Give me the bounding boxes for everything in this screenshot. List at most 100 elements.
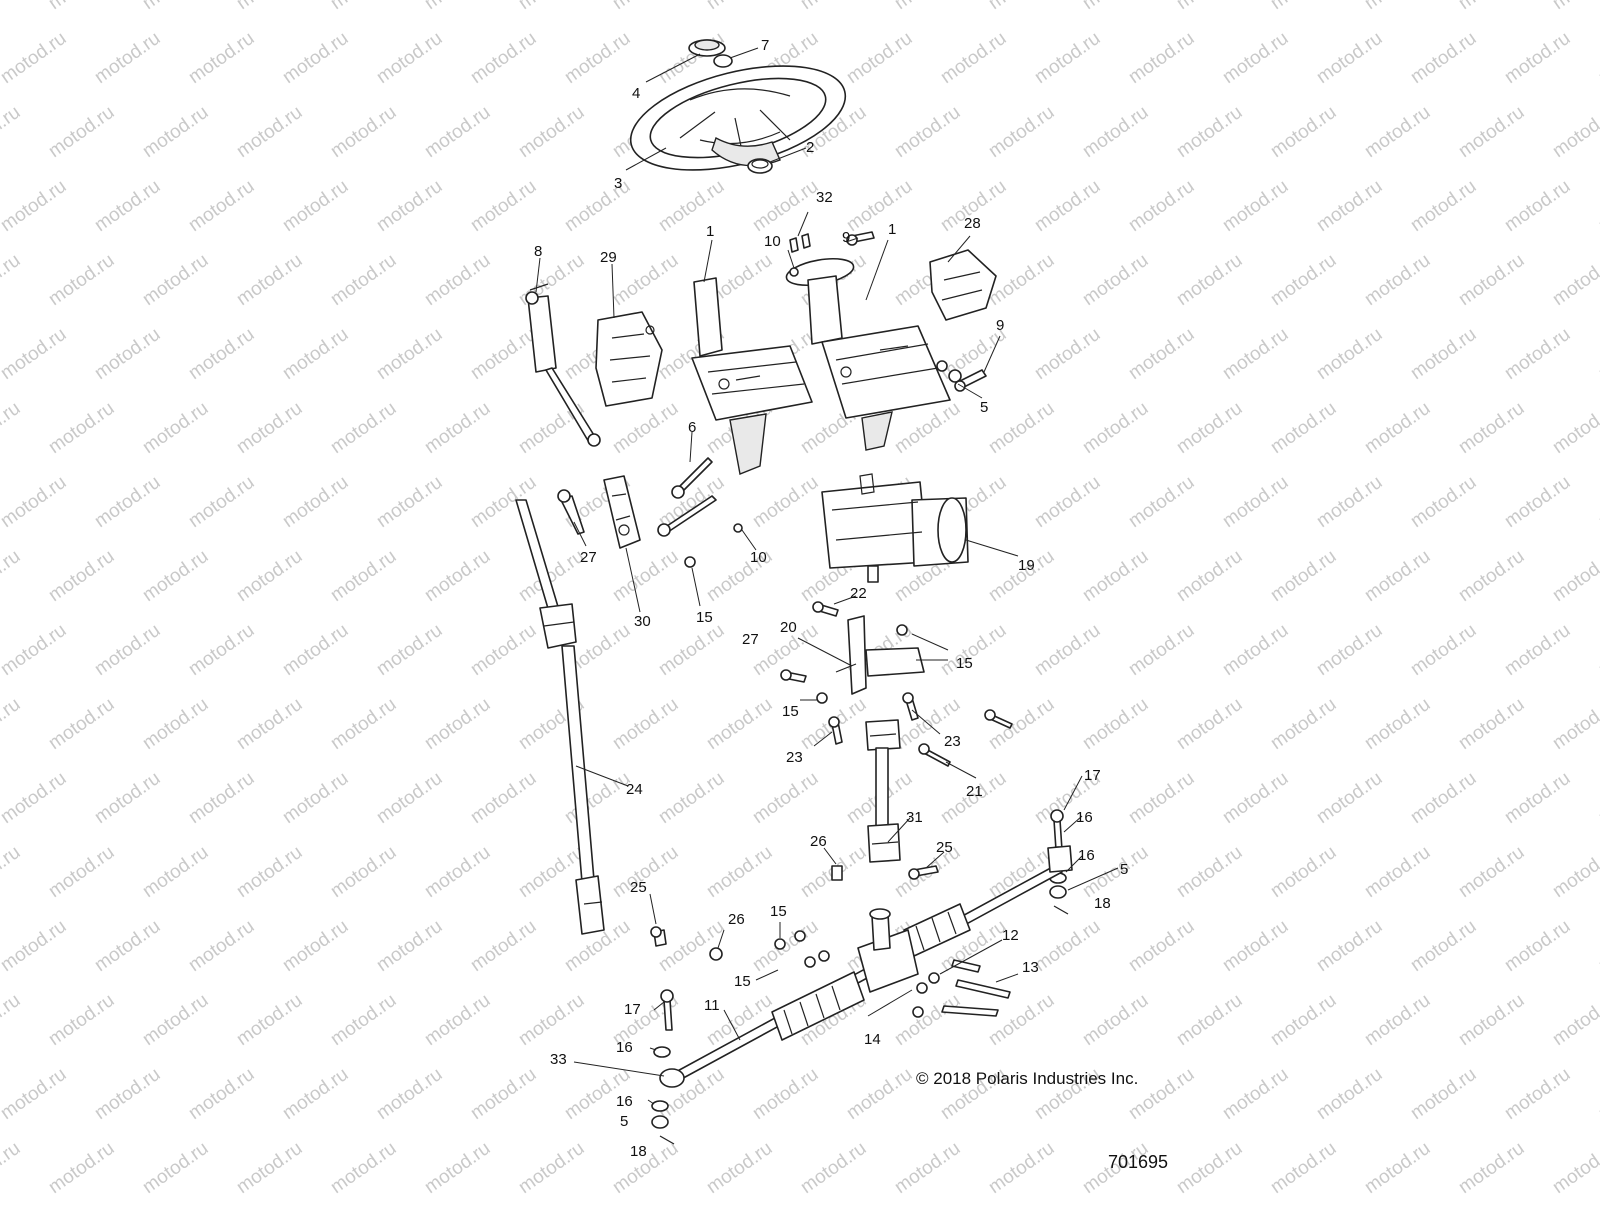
callout-15-right: 15 [956, 655, 973, 672]
watermark-text: motod.ru [1031, 916, 1104, 976]
leader-lines [535, 47, 1119, 1105]
watermark-text: motod.ru [467, 768, 540, 828]
watermark-text: motod.ru [185, 1064, 258, 1124]
watermark-text: motod.ru [1455, 102, 1528, 162]
watermark-text: motod.ru [1219, 768, 1292, 828]
watermark-text: motod.ru [279, 324, 352, 384]
watermark-text: motod.ru [1173, 102, 1246, 162]
watermark-text: motod.ru [1361, 990, 1434, 1050]
watermark-text: motod.ru [421, 546, 494, 606]
callout-22: 22 [850, 585, 867, 602]
watermark-text: motod.ru [327, 990, 400, 1050]
callout-17-upper: 17 [1084, 767, 1101, 784]
watermark-text: motod.ru [373, 916, 446, 976]
steering-rack [659, 845, 1073, 1088]
watermark-text: motod.ru [45, 250, 118, 310]
watermark-text: motod.ru [655, 768, 728, 828]
watermark-text: motod.ru [0, 472, 70, 532]
watermark-text: motod.ru [91, 1064, 164, 1124]
watermark-text: motod.ru [561, 176, 634, 236]
watermark-text: motod.ru [1313, 28, 1386, 88]
watermark-text: motod.ru [0, 28, 70, 88]
watermark-text: motod.ru [561, 768, 634, 828]
screws-32 [789, 233, 811, 253]
watermark-text: motod.ru [985, 546, 1058, 606]
watermark-text: motod.ru [1031, 472, 1104, 532]
watermark-text: motod.ru [0, 0, 24, 14]
watermark-text: motod.ru [1595, 176, 1600, 236]
watermark-text: motod.ru [1455, 546, 1528, 606]
watermark-text: motod.ru [609, 0, 682, 14]
watermark-text: motod.ru [985, 102, 1058, 162]
watermark-text: motod.ru [185, 28, 258, 88]
callout-20: 20 [780, 619, 797, 636]
callout-33: 33 [550, 1051, 567, 1068]
watermark-text: motod.ru [1549, 694, 1600, 754]
watermark-text: motod.ru [1125, 324, 1198, 384]
callout-4: 4 [632, 85, 640, 102]
watermark-text: motod.ru [1079, 694, 1152, 754]
callout-1-left: 1 [706, 223, 714, 240]
watermark-text: motod.ru [0, 324, 70, 384]
callout-26-upper: 26 [810, 833, 827, 850]
watermark-text: motod.ru [1407, 324, 1480, 384]
watermark-text: motod.ru [327, 398, 400, 458]
watermark-text: motod.ru [1267, 546, 1340, 606]
watermark-text: motod.ru [233, 990, 306, 1050]
watermark-text: motod.ru [1219, 916, 1292, 976]
watermark-text: motod.ru [1219, 620, 1292, 680]
watermark-text: motod.ru [185, 472, 258, 532]
watermark-text: motod.ru [1549, 990, 1600, 1050]
watermark-text: motod.ru [279, 176, 352, 236]
callout-labels: 7 4 2 3 32 28 1 1 9 10 8 29 9 5 6 27 10 … [534, 37, 1128, 1160]
callout-29: 29 [600, 249, 617, 266]
watermark-text: motod.ru [703, 1138, 776, 1198]
watermark-text: motod.ru [1313, 1064, 1386, 1124]
watermark-text: motod.ru [1501, 28, 1574, 88]
watermark-text: motod.ru [185, 176, 258, 236]
callout-18-lower: 18 [630, 1143, 647, 1160]
callout-7: 7 [761, 37, 769, 54]
watermark-text: motod.ru [233, 102, 306, 162]
callout-16-upper: 16 [1076, 809, 1093, 826]
watermark-text: motod.ru [891, 990, 964, 1050]
watermark-text: motod.ru [139, 250, 212, 310]
watermark-text: motod.ru [0, 916, 70, 976]
watermark-text: motod.ru [797, 1138, 870, 1198]
watermark-text: motod.ru [233, 1138, 306, 1198]
watermark-text: motod.ru [1079, 546, 1152, 606]
callout-6: 6 [688, 419, 696, 436]
watermark-text: motod.ru [373, 176, 446, 236]
watermark-text: motod.ru [233, 694, 306, 754]
watermark-text: motod.ru [843, 176, 916, 236]
watermark-text: motod.ru [233, 398, 306, 458]
callout-17-lower: 17 [624, 1001, 641, 1018]
watermark-text: motod.ru [1407, 176, 1480, 236]
watermark-text: motod.ru [1079, 0, 1152, 14]
watermark-text: motod.ru [91, 324, 164, 384]
callout-16-upper-b: 16 [1078, 847, 1095, 864]
watermark-text: motod.ru [985, 250, 1058, 310]
watermark-text: motod.ru [1501, 176, 1574, 236]
watermark-text: motod.ru [279, 472, 352, 532]
nut-10-upper [789, 267, 799, 277]
callout-10-upper: 10 [764, 233, 781, 250]
watermark-text: motod.ru [45, 546, 118, 606]
bolt-long-right [984, 709, 1013, 729]
watermark-text: motod.ru [1125, 28, 1198, 88]
watermark-text: motod.ru [0, 842, 24, 902]
callout-30: 30 [634, 613, 651, 630]
callout-28: 28 [964, 215, 981, 232]
bolt-27-lower [780, 669, 807, 683]
watermark-text: motod.ru [421, 250, 494, 310]
callout-9-upper: 9 [842, 229, 850, 246]
watermark-text: motod.ru [985, 990, 1058, 1050]
watermark-text: motod.ru [749, 472, 822, 532]
watermark-text: motod.ru [0, 694, 24, 754]
watermark-text: motod.ru [421, 1138, 494, 1198]
watermark-text: motod.ru [1267, 842, 1340, 902]
bolt-25-upper [908, 865, 939, 880]
bolt-23-a [828, 716, 843, 745]
watermark-text: motod.ru [421, 0, 494, 14]
watermark-text: motod.ru [1455, 398, 1528, 458]
